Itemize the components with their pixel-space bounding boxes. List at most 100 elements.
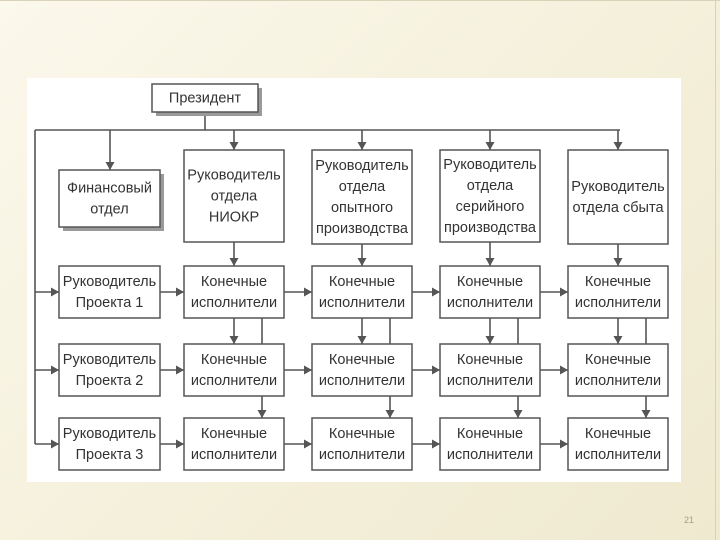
department-head-box-text: производства (444, 220, 537, 236)
department-head-box-text: отдела (467, 178, 514, 194)
president-box-text: Президент (169, 91, 242, 107)
department-head-box-text: Руководитель (187, 168, 280, 184)
finance-department-box-text: отдел (90, 202, 128, 218)
end-executors-box-text: Конечные (585, 352, 651, 368)
end-executors-box-text: Конечные (201, 352, 267, 368)
page-number: 21 (684, 515, 695, 525)
end-executors-box-text: Конечные (329, 274, 395, 290)
end-executors-box-text: Конечные (457, 352, 523, 368)
project-manager-box-text: Проекта 3 (76, 447, 144, 463)
end-executors-box: Конечные исполнители (567, 265, 669, 319)
arrow-down-icon (357, 336, 367, 344)
arrow-down-icon (485, 142, 495, 150)
department-head-box-text: отдела (211, 189, 258, 205)
end-executors-box: Конечные исполнители (439, 417, 541, 471)
arrow-right-icon (51, 365, 59, 375)
department-head-box-text: Руководитель (443, 157, 536, 173)
department-head-box-text: НИОКР (209, 210, 259, 226)
end-executors-box-text: Конечные (457, 426, 523, 442)
arrow-right-icon (432, 439, 440, 449)
arrow-right-icon (560, 287, 568, 297)
end-executors-box-text: исполнители (575, 447, 661, 463)
department-head-box-text: опытного (331, 200, 393, 216)
arrow-right-icon (51, 439, 59, 449)
department-head-box-text: отдела (339, 179, 386, 195)
end-executors-box: Конечные исполнители (439, 265, 541, 319)
project-manager-box-text: Руководитель (63, 274, 156, 290)
end-executors-box-text: исполнители (319, 295, 405, 311)
end-executors-box-text: исполнители (447, 373, 533, 389)
president-box: Президент (151, 83, 262, 116)
end-executors-box-text: Конечные (457, 274, 523, 290)
department-head-box: Руководитель отдела сбыта (567, 149, 669, 245)
arrow-down-icon (229, 142, 239, 150)
department-head-box: Руководитель отдела опытного производства (311, 149, 413, 245)
slide-right-border (715, 0, 716, 540)
project-manager-box-text: Проекта 1 (76, 295, 144, 311)
arrow-right-icon (304, 365, 312, 375)
arrow-down-icon (357, 258, 367, 266)
arrow-down-icon (229, 336, 239, 344)
end-executors-box-text: Конечные (329, 352, 395, 368)
arrow-right-icon (432, 287, 440, 297)
arrow-right-icon (176, 439, 184, 449)
end-executors-box-text: Конечные (585, 426, 651, 442)
arrow-down-icon (613, 336, 623, 344)
finance-department-box-text: Финансовый (67, 181, 152, 197)
arrow-down-icon (485, 336, 495, 344)
department-head-box: Руководитель отдела серийного производства (439, 149, 541, 243)
arrow-right-icon (304, 439, 312, 449)
department-head-box-text: Руководитель (571, 179, 664, 195)
slide-top-border (0, 0, 720, 1)
department-head-box-text: отдела сбыта (572, 200, 664, 216)
end-executors-box-text: исполнители (447, 447, 533, 463)
finance-department-box: Финансовый отдел (58, 169, 164, 231)
end-executors-box-text: исполнители (319, 373, 405, 389)
arrow-down-icon (641, 410, 651, 418)
arrow-right-icon (560, 439, 568, 449)
arrow-down-icon (485, 258, 495, 266)
end-executors-box-text: исполнители (319, 447, 405, 463)
end-executors-box: Конечные исполнители (183, 343, 285, 397)
end-executors-box-text: Конечные (201, 426, 267, 442)
arrow-right-icon (51, 287, 59, 297)
end-executors-box: Конечные исполнители (439, 343, 541, 397)
matrix-org-chart: ПрезидентФинансовыйотделРуководительотде… (34, 83, 669, 471)
end-executors-box-text: исполнители (575, 295, 661, 311)
end-executors-box-text: исполнители (191, 447, 277, 463)
end-executors-box-text: исполнители (575, 373, 661, 389)
project-manager-box-text: Руководитель (63, 352, 156, 368)
end-executors-box-text: исполнители (191, 295, 277, 311)
end-executors-box: Конечные исполнители (311, 265, 413, 319)
end-executors-box-text: исполнители (447, 295, 533, 311)
project-manager-box-text: Проекта 2 (76, 373, 144, 389)
arrow-down-icon (385, 410, 395, 418)
arrow-down-icon (613, 258, 623, 266)
arrow-down-icon (613, 142, 623, 150)
department-head-box-text: Руководитель (315, 158, 408, 174)
project-manager-box-text: Руководитель (63, 426, 156, 442)
end-executors-box: Конечные исполнители (567, 343, 669, 397)
arrow-right-icon (560, 365, 568, 375)
arrow-down-icon (357, 142, 367, 150)
end-executors-box-text: Конечные (585, 274, 651, 290)
department-head-box-text: производства (316, 221, 409, 237)
arrow-right-icon (176, 287, 184, 297)
department-head-box-text: серийного (456, 199, 525, 215)
end-executors-box-text: исполнители (191, 373, 277, 389)
end-executors-box: Конечные исполнители (183, 417, 285, 471)
arrow-down-icon (229, 258, 239, 266)
arrow-right-icon (176, 365, 184, 375)
end-executors-box: Конечные исполнители (311, 343, 413, 397)
arrow-down-icon (513, 410, 523, 418)
arrow-down-icon (105, 162, 115, 170)
arrow-down-icon (257, 410, 267, 418)
arrow-right-icon (304, 287, 312, 297)
